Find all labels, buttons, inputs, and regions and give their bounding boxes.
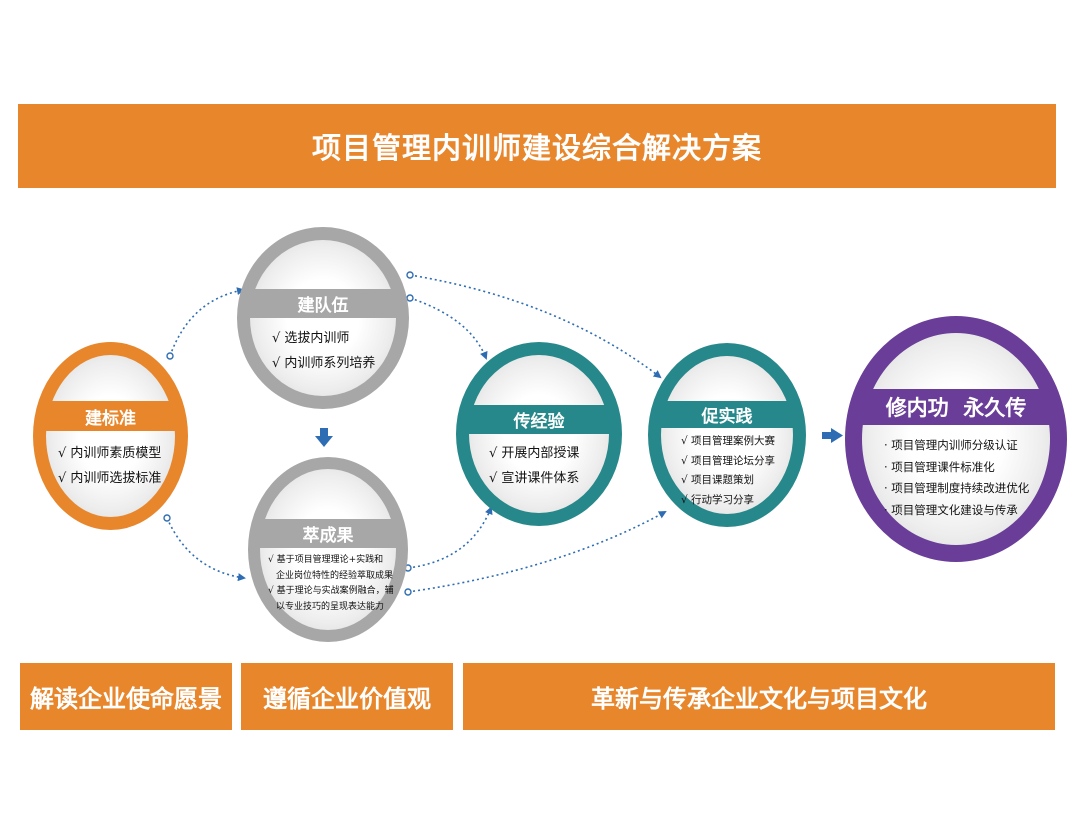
footer-label-culture: 革新与传承企业文化与项目文化 (463, 663, 1055, 730)
node-final-items: · 项目管理内训师分级认证 · 项目管理课件标准化 · 项目管理制度持续改进优化… (884, 435, 1029, 521)
list-item: √ 开展内部授课 (489, 446, 580, 461)
node-standard-title: 建标准 (46, 401, 175, 431)
node-results: 萃成果 √ 基于项目管理理论+实践和 企业岗位特性的经验萃取成果 √ 基于理论与… (248, 457, 408, 642)
list-item: √ 宣讲课件体系 (489, 471, 580, 486)
connector-standard-team (169, 287, 245, 357)
list-item: √ 项目管理论坛分享 (681, 454, 776, 467)
node-practice: 促实践 √ 项目管理案例大赛 √ 项目管理论坛分享 √ 项目课题策划 √ 行动学… (648, 343, 806, 527)
list-item: · 项目管理内训师分级认证 (884, 438, 1018, 452)
footer-label-vision: 解读企业使命愿景 (20, 663, 232, 730)
connector-dot (163, 514, 171, 522)
list-item: √ 内训师系列培养 (272, 356, 376, 371)
node-practice-title: 促实践 (661, 401, 793, 428)
list-item: √ 内训师选拔标准 (58, 471, 162, 486)
node-team-title: 建队伍 (250, 289, 396, 318)
connector-results-experience (407, 506, 493, 569)
list-item: √ 基于理论与实战案例融合，辅 (268, 586, 394, 596)
footer-label-values: 遵循企业价值观 (241, 663, 453, 730)
node-team-items: √ 选拔内训师 √ 内训师系列培养 (272, 326, 375, 376)
list-item: √ 项目管理案例大赛 (681, 435, 776, 447)
node-final: 修内功 永久传 · 项目管理内训师分级认证 · 项目管理课件标准化 · 项目管理… (845, 316, 1067, 562)
list-item: 以专业技巧的呈现表达能力 (276, 601, 385, 612)
down-arrow-icon (315, 428, 333, 447)
node-experience-items: √ 开展内部授课 √ 宣讲课件体系 (489, 441, 579, 491)
list-item: √ 选拔内训师 (272, 331, 350, 346)
node-results-title: 萃成果 (260, 519, 396, 548)
list-item: 企业岗位特性的经验萃取成果 (276, 570, 394, 581)
node-standard: 建标准 √ 内训师素质模型 √ 内训师选拔标准 (33, 342, 188, 530)
node-team: 建队伍 √ 选拔内训师 √ 内训师系列培养 (237, 227, 409, 409)
connector-standard-results (166, 517, 246, 582)
connector-dot (166, 352, 174, 360)
list-item: · 项目管理制度持续改进优化 (884, 481, 1030, 495)
connector-team-practice (409, 274, 662, 379)
node-experience-title: 传经验 (469, 405, 609, 434)
list-item: · 项目管理文化建设与传承 (884, 502, 1018, 517)
list-item: √ 行动学习分享 (681, 493, 755, 506)
connector-dot (406, 294, 414, 302)
connector-dot (404, 588, 412, 596)
node-practice-items: √ 项目管理案例大赛 √ 项目管理论坛分享 √ 项目课题策划 √ 行动学习分享 (681, 432, 775, 510)
right-arrow-icon (822, 428, 843, 443)
node-results-items: √ 基于项目管理理论+实践和 企业岗位特性的经验萃取成果 √ 基于理论与实战案例… (268, 553, 394, 615)
connector-dot (406, 271, 414, 279)
connector-team-experience (409, 297, 488, 360)
node-experience: 传经验 √ 开展内部授课 √ 宣讲课件体系 (456, 342, 622, 526)
node-final-title: 修内功 永久传 (862, 389, 1050, 425)
list-item: √ 内训师素质模型 (58, 446, 162, 461)
node-standard-items: √ 内训师素质模型 √ 内训师选拔标准 (58, 441, 161, 491)
list-item: √ 项目课题策划 (681, 474, 755, 486)
list-item: · 项目管理课件标准化 (884, 459, 995, 474)
list-item: √ 基于项目管理理论+实践和 (268, 555, 384, 565)
page-title: 项目管理内训师建设综合解决方案 (18, 104, 1056, 188)
